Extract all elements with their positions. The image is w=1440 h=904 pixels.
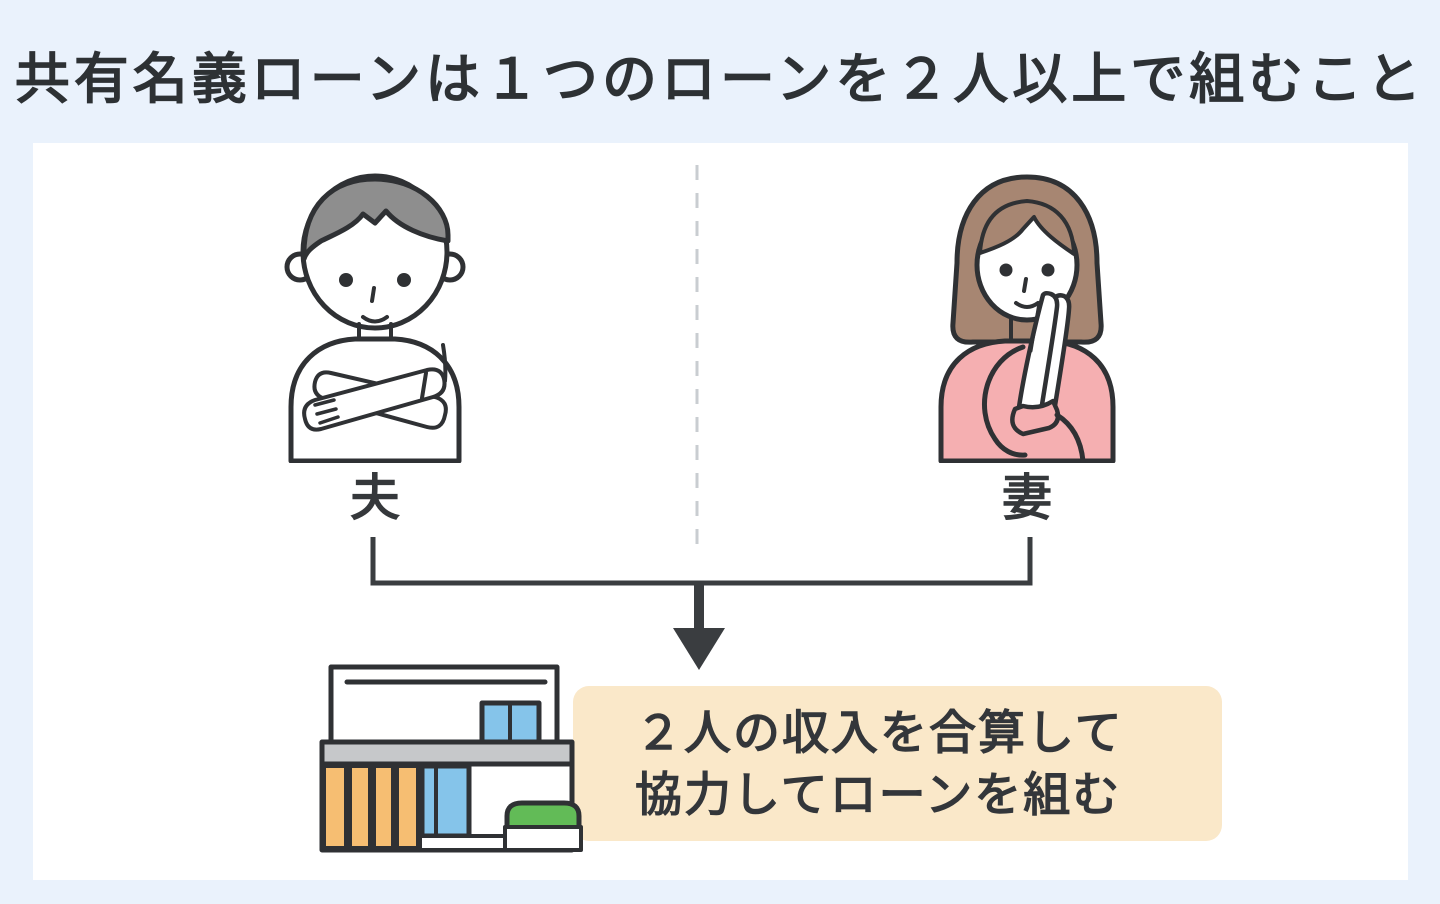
- husband-illustration: [284, 173, 466, 463]
- page-title: 共有名義ローンは１つのローンを２人以上で組むこと: [14, 48, 1426, 110]
- fence-slat: [322, 764, 348, 850]
- husband-label: 夫: [350, 470, 400, 526]
- lower-window: [419, 763, 472, 839]
- fence-slat: [372, 764, 395, 850]
- fence-slat: [395, 764, 420, 850]
- balcony-band: [319, 739, 575, 767]
- note-box: ２人の収入を合算して 協力してローンを組む: [573, 686, 1222, 841]
- down-arrow-icon: [673, 583, 725, 670]
- modern-house-icon: [319, 664, 583, 853]
- planter: [503, 825, 583, 852]
- fence-slat: [348, 764, 372, 850]
- man-arms-crossed-icon: [284, 173, 466, 463]
- house-icon: [319, 664, 583, 853]
- merge-bracket: [370, 537, 1033, 586]
- bush: [504, 800, 582, 833]
- connector-lines: [370, 165, 1033, 670]
- wife-label: 妻: [1002, 470, 1052, 526]
- woman-hands-together-icon: [938, 174, 1116, 463]
- note-line-2: 協力してローンを組む: [635, 767, 1122, 821]
- note-line-1: ２人の収入を合算して: [635, 705, 1124, 759]
- man-hair: [301, 176, 451, 262]
- wife-illustration: [938, 174, 1116, 463]
- diagram-card: 夫 妻 ２人の収入を合算して 協力してローンを組む: [33, 143, 1408, 880]
